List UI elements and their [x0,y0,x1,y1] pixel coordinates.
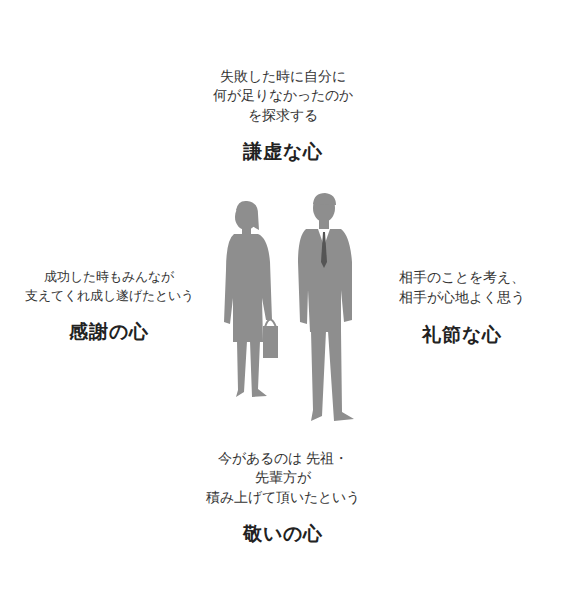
heading-text: 感謝の心 [69,319,149,345]
circle-outline [3,196,223,416]
heading-text: 謙虚な心 [243,139,323,165]
circle-node: 今があるのは 先祖・先輩方が 積み上げて頂いたという敬いの心 [173,386,393,606]
description-text: 今があるのは 先祖・先輩方が 積み上げて頂いたという [206,449,360,508]
circle-node: 相手のことを考え、 相手が心地よく思う礼節な心 [344,196,564,416]
circle-shape [175,388,392,605]
circle-shape [346,198,563,415]
heading-text: 敬いの心 [243,521,323,547]
circle-node: 成功した時もみんなが 支えてくれ成し遂げたという感謝の心 [3,196,223,416]
man-silhouette [298,193,354,421]
circle-shape [175,6,392,223]
description-text: 成功した時もみんなが 支えてくれ成し遂げたという [25,267,194,306]
description-text: 失敗した時に自分に 何が足りなかったのか を探求する [213,67,353,126]
circle-outline [344,196,564,416]
heading-text: 礼節な心 [422,322,502,348]
circle-node: 失敗した時に自分に 何が足りなかったのか を探求する謙虚な心 [173,4,393,224]
woman-silhouette [224,201,278,397]
circle-shape [5,198,222,415]
description-text: 相手のことを考え、 相手が心地よく思う [399,268,525,307]
